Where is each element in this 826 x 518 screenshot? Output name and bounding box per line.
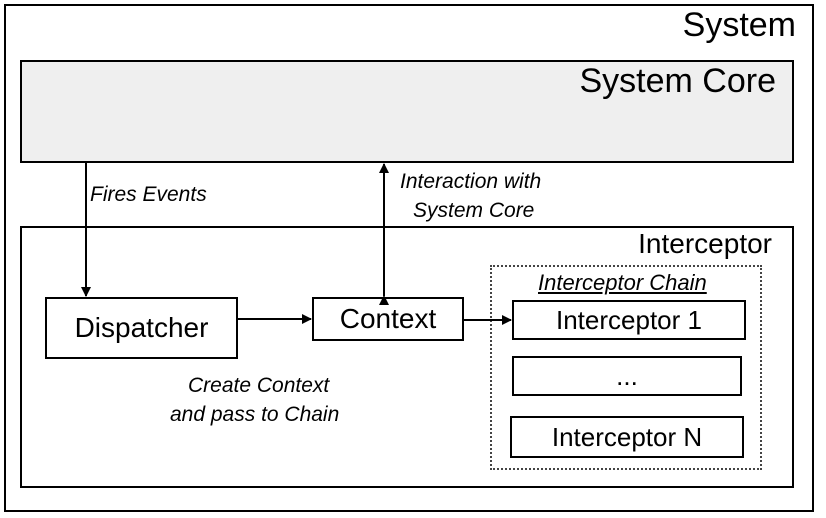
interaction-label-line2: System Core xyxy=(413,199,535,222)
create-context-label-line2: and pass to Chain xyxy=(170,403,340,426)
context-box: Context xyxy=(312,297,464,341)
create-context-label-line1: Create Context xyxy=(188,374,330,397)
interceptor-1-box: Interceptor 1 xyxy=(512,300,746,340)
interaction-label-line1: Interaction with xyxy=(400,170,542,193)
system-core-label: System Core xyxy=(579,62,777,100)
interceptor-1-label: Interceptor 1 xyxy=(556,304,702,335)
dispatcher-box: Dispatcher xyxy=(45,297,238,359)
interceptor-chain-box xyxy=(490,265,762,470)
interceptor-label: Interceptor xyxy=(638,228,772,259)
interceptor-ellipsis-label: ... xyxy=(616,360,638,391)
system-core-box xyxy=(20,60,794,163)
interceptor-n-box: Interceptor N xyxy=(510,416,744,458)
interceptor-n-label: Interceptor N xyxy=(551,421,703,452)
dispatcher-label: Dispatcher xyxy=(74,312,209,343)
fires-events-label: Fires Events xyxy=(90,183,207,206)
context-label: Context xyxy=(339,303,437,334)
interceptor-ellipsis-box: ... xyxy=(512,356,742,396)
interceptor-chain-title: Interceptor Chain xyxy=(538,270,707,295)
system-label: System xyxy=(682,6,796,44)
